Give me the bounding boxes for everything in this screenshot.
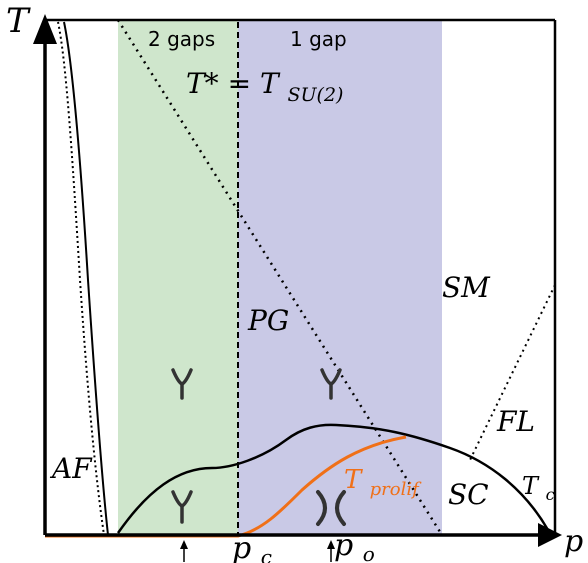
one-gap-label: 1 gap: [290, 27, 347, 51]
fl-label: FL: [496, 405, 535, 438]
y-axis-label: T: [6, 1, 31, 41]
pc-label: p c: [232, 531, 272, 563]
af-label: AF: [49, 452, 93, 485]
po-subscript: o: [363, 542, 375, 563]
pc-main: p: [232, 531, 251, 563]
x-axis-arrowhead: [538, 523, 562, 547]
y-shape-icon: [171, 490, 193, 524]
fl-crossover-line: [469, 284, 556, 461]
x-shape-icon: [316, 490, 346, 526]
t-star-main: T* = T: [186, 67, 281, 100]
pc-subscript: c: [261, 545, 272, 563]
two-gaps-band: [118, 20, 238, 535]
y-shape-icon: [171, 368, 193, 400]
tc-label: T c: [522, 472, 555, 504]
tprolif-subscript: prolif: [370, 479, 422, 500]
af-boundary-dotted: [57, 21, 105, 536]
y-shape-icon: [320, 368, 342, 400]
small-arrow-left: [180, 540, 188, 562]
x-axis-label: p: [564, 524, 583, 559]
po-label: p o: [334, 528, 375, 563]
sc-dome: [116, 423, 550, 534]
tc-subscript: c: [546, 485, 555, 504]
tprolif-main: T: [344, 465, 363, 495]
small-arrow-po: [327, 540, 335, 562]
po-main: p: [334, 528, 353, 563]
two-gaps-label: 2 gaps: [148, 27, 215, 51]
tprolif-curve: [45, 435, 407, 538]
sc-label: SC: [448, 478, 489, 511]
tprolif-label: T prolif: [344, 465, 422, 500]
af-boundary-solid: [63, 21, 109, 536]
sm-label: SM: [442, 271, 491, 304]
tc-main: T: [522, 472, 540, 500]
pg-label: PG: [247, 304, 289, 337]
t-star-label: T* = T SU(2): [186, 67, 343, 106]
t-star-subscript: SU(2): [288, 84, 344, 106]
y-axis-arrowhead: [33, 14, 57, 44]
